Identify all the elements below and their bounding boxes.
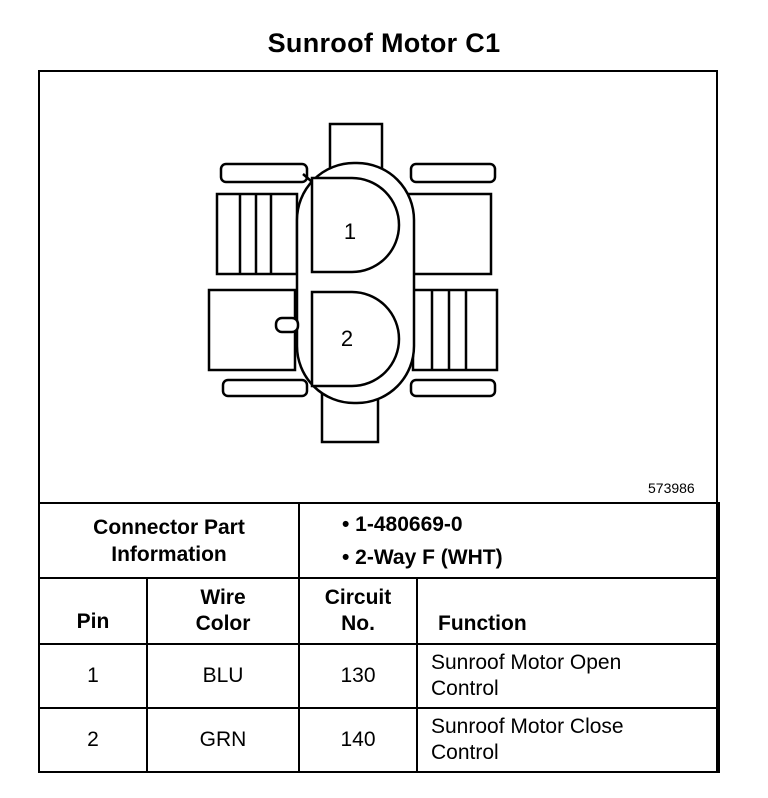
- header-function: Function: [416, 577, 720, 645]
- cell-circuit: 130: [298, 643, 418, 709]
- bullet-part-number: • 1-480669-0: [342, 512, 463, 536]
- right-lower-terminal-block: [411, 288, 499, 372]
- cell-function: Sunroof Motor Open Control: [416, 643, 720, 709]
- table-row: 2 GRN 140 Sunroof Motor Close Control: [38, 707, 720, 773]
- cell-wire-color: BLU: [146, 643, 300, 709]
- header-pin: Pin: [38, 577, 148, 645]
- connector-frame: [38, 70, 718, 773]
- header-row: Pin Wire Color Circuit No. Function: [38, 577, 720, 645]
- connector-info-row: Connector Part Information • 1-480669-0 …: [38, 502, 720, 579]
- header-wire-color: Wire Color: [146, 577, 300, 645]
- cell-function: Sunroof Motor Close Control: [416, 707, 720, 773]
- bottom-left-rail: [221, 378, 309, 398]
- terminal-stripes: [238, 194, 468, 370]
- table-row: 1 BLU 130 Sunroof Motor Open Control: [38, 643, 720, 709]
- header-circuit: Circuit No.: [298, 577, 418, 645]
- cell-pin: 2: [38, 707, 148, 773]
- connector-diagram: 1 2: [207, 122, 499, 444]
- connector-info-bullets: • 1-480669-0 • 2-Way F (WHT): [298, 502, 720, 579]
- connector-table: Connector Part Information • 1-480669-0 …: [38, 502, 720, 773]
- part-number: 573986: [648, 480, 695, 496]
- top-right-rail: [409, 162, 497, 184]
- page-title: Sunroof Motor C1: [267, 28, 501, 58]
- keying-pin: [274, 316, 300, 334]
- cell-circuit: 140: [298, 707, 418, 773]
- cell-pin: 1: [38, 643, 148, 709]
- pin-cavity-2: [310, 290, 401, 388]
- connector-info-label: Connector Part Information: [38, 502, 300, 579]
- pin-label-1: 1: [344, 219, 356, 244]
- top-left-rail: [219, 162, 309, 184]
- cell-wire-color: GRN: [146, 707, 300, 773]
- bullet-connector-type: • 2-Way F (WHT): [342, 545, 503, 569]
- bottom-right-rail: [409, 378, 497, 398]
- pin-cavity-1: [310, 176, 401, 274]
- right-upper-terminal-block: [404, 192, 493, 276]
- pin-label-2: 2: [341, 326, 353, 351]
